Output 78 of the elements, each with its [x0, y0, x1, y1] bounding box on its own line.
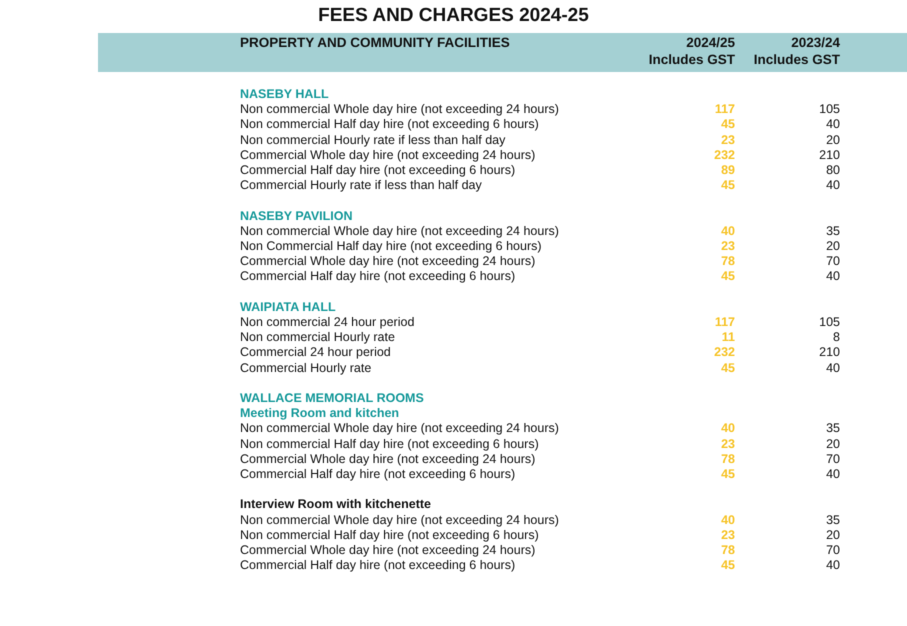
- fee-description: Non commercial 24 hour period: [240, 315, 414, 330]
- fee-description: Commercial Half day hire (not exceeding 6 hours): [240, 467, 516, 482]
- previous-fee: 40: [826, 117, 840, 132]
- previous-fee: 80: [826, 163, 840, 178]
- previous-fee: 35: [826, 512, 840, 528]
- fee-description: Commercial 24 hour period: [240, 345, 391, 360]
- current-fee: 40: [721, 512, 735, 528]
- current-fee: 89: [721, 163, 735, 178]
- current-fee: 117: [714, 315, 735, 330]
- previous-fee: 20: [826, 436, 840, 452]
- current-fee: 11: [722, 330, 735, 346]
- current-fee: 45: [721, 360, 735, 376]
- previous-fee: 70: [826, 543, 840, 558]
- previous-fee: 35: [826, 421, 840, 436]
- column-header: Includes GST: [648, 52, 735, 67]
- column-header: 2024/25: [686, 35, 735, 50]
- section-heading: WALLACE MEMORIAL ROOMS: [240, 391, 424, 406]
- fee-description: Non commercial Whole day hire (not exceeding 24 hours): [240, 421, 559, 436]
- previous-fee: 20: [826, 528, 840, 543]
- previous-fee: 40: [826, 558, 840, 574]
- current-fee: 78: [721, 254, 735, 270]
- fee-description: Commercial Half day hire (not exceeding 6 hours): [240, 269, 516, 284]
- current-fee: 45: [721, 117, 735, 132]
- section-heading: NASEBY HALL: [240, 87, 329, 102]
- section-heading: Meeting Room and kitchen: [240, 406, 400, 422]
- fee-description: Non commercial Half day hire (not exceeding 6 hours): [240, 117, 539, 132]
- previous-fee: 8: [833, 330, 840, 346]
- previous-fee: 40: [826, 360, 840, 376]
- column-header: Includes GST: [754, 52, 840, 67]
- fee-description: Non commercial Whole day hire (not exceeding 24 hours): [240, 512, 559, 528]
- table-title: FEES AND CHARGES 2024-25: [317, 5, 590, 27]
- current-fee: 40: [721, 421, 735, 436]
- previous-fee: 105: [819, 315, 840, 330]
- fee-description: Non commercial Half day hire (not exceeding 6 hours): [240, 436, 539, 452]
- previous-fee: 20: [826, 239, 840, 254]
- fee-description: Commercial Whole day hire (not exceeding 24 hours): [240, 452, 536, 467]
- current-fee: 45: [721, 467, 735, 482]
- current-fee: 232: [714, 345, 735, 360]
- previous-fee: 105: [819, 102, 840, 118]
- fee-description: Commercial Half day hire (not exceeding 6 hours): [240, 163, 516, 178]
- current-fee: 40: [721, 224, 735, 239]
- current-fee: 117: [714, 102, 735, 118]
- fee-description: Commercial Whole day hire (not exceeding 24 hours): [240, 148, 536, 163]
- fee-description: Non commercial Hourly rate: [240, 330, 395, 346]
- current-fee: 78: [721, 543, 735, 558]
- previous-fee: 210: [819, 345, 840, 360]
- current-fee: 45: [721, 178, 735, 194]
- previous-fee: 70: [826, 254, 840, 270]
- fee-description: Non commercial Whole day hire (not exceeding 24 hours): [240, 224, 559, 239]
- fee-description: Commercial Whole day hire (not exceeding 24 hours): [240, 543, 536, 558]
- previous-fee: 210: [819, 148, 840, 163]
- previous-fee: 20: [826, 132, 840, 148]
- previous-fee: 70: [826, 452, 840, 467]
- column-header: 2023/24: [791, 35, 840, 50]
- previous-fee: 40: [826, 269, 840, 284]
- fee-description: Commercial Hourly rate if less than half day: [240, 178, 482, 194]
- current-fee: 23: [721, 132, 735, 148]
- current-fee: 45: [721, 269, 735, 284]
- current-fee: 23: [721, 239, 735, 254]
- section-heading: WAIPIATA HALL: [240, 300, 336, 315]
- fee-description: Commercial Half day hire (not exceeding 6 hours): [240, 558, 516, 574]
- previous-fee: 35: [826, 224, 840, 239]
- fee-description: Non commercial Half day hire (not exceeding 6 hours): [240, 528, 539, 543]
- fee-description: Commercial Hourly rate: [240, 360, 372, 376]
- fee-description: Commercial Whole day hire (not exceeding 24 hours): [240, 254, 536, 270]
- section-heading: Interview Room with kitchenette: [240, 497, 432, 512]
- current-fee: 23: [721, 436, 735, 452]
- previous-fee: 40: [826, 467, 840, 482]
- column-header: PROPERTY AND COMMUNITY FACILITIES: [240, 35, 510, 50]
- current-fee: 23: [721, 528, 735, 543]
- section-heading: NASEBY PAVILION: [240, 208, 353, 224]
- fee-description: Non commercial Hourly rate if less than half day: [240, 132, 506, 148]
- fee-description: Non commercial Whole day hire (not exceeding 24 hours): [240, 102, 559, 118]
- fee-description: Non Commercial Half day hire (not exceeding 6 hours): [240, 239, 542, 254]
- current-fee: 232: [714, 148, 735, 163]
- previous-fee: 40: [826, 178, 840, 194]
- current-fee: 78: [721, 452, 735, 467]
- current-fee: 45: [721, 558, 735, 574]
